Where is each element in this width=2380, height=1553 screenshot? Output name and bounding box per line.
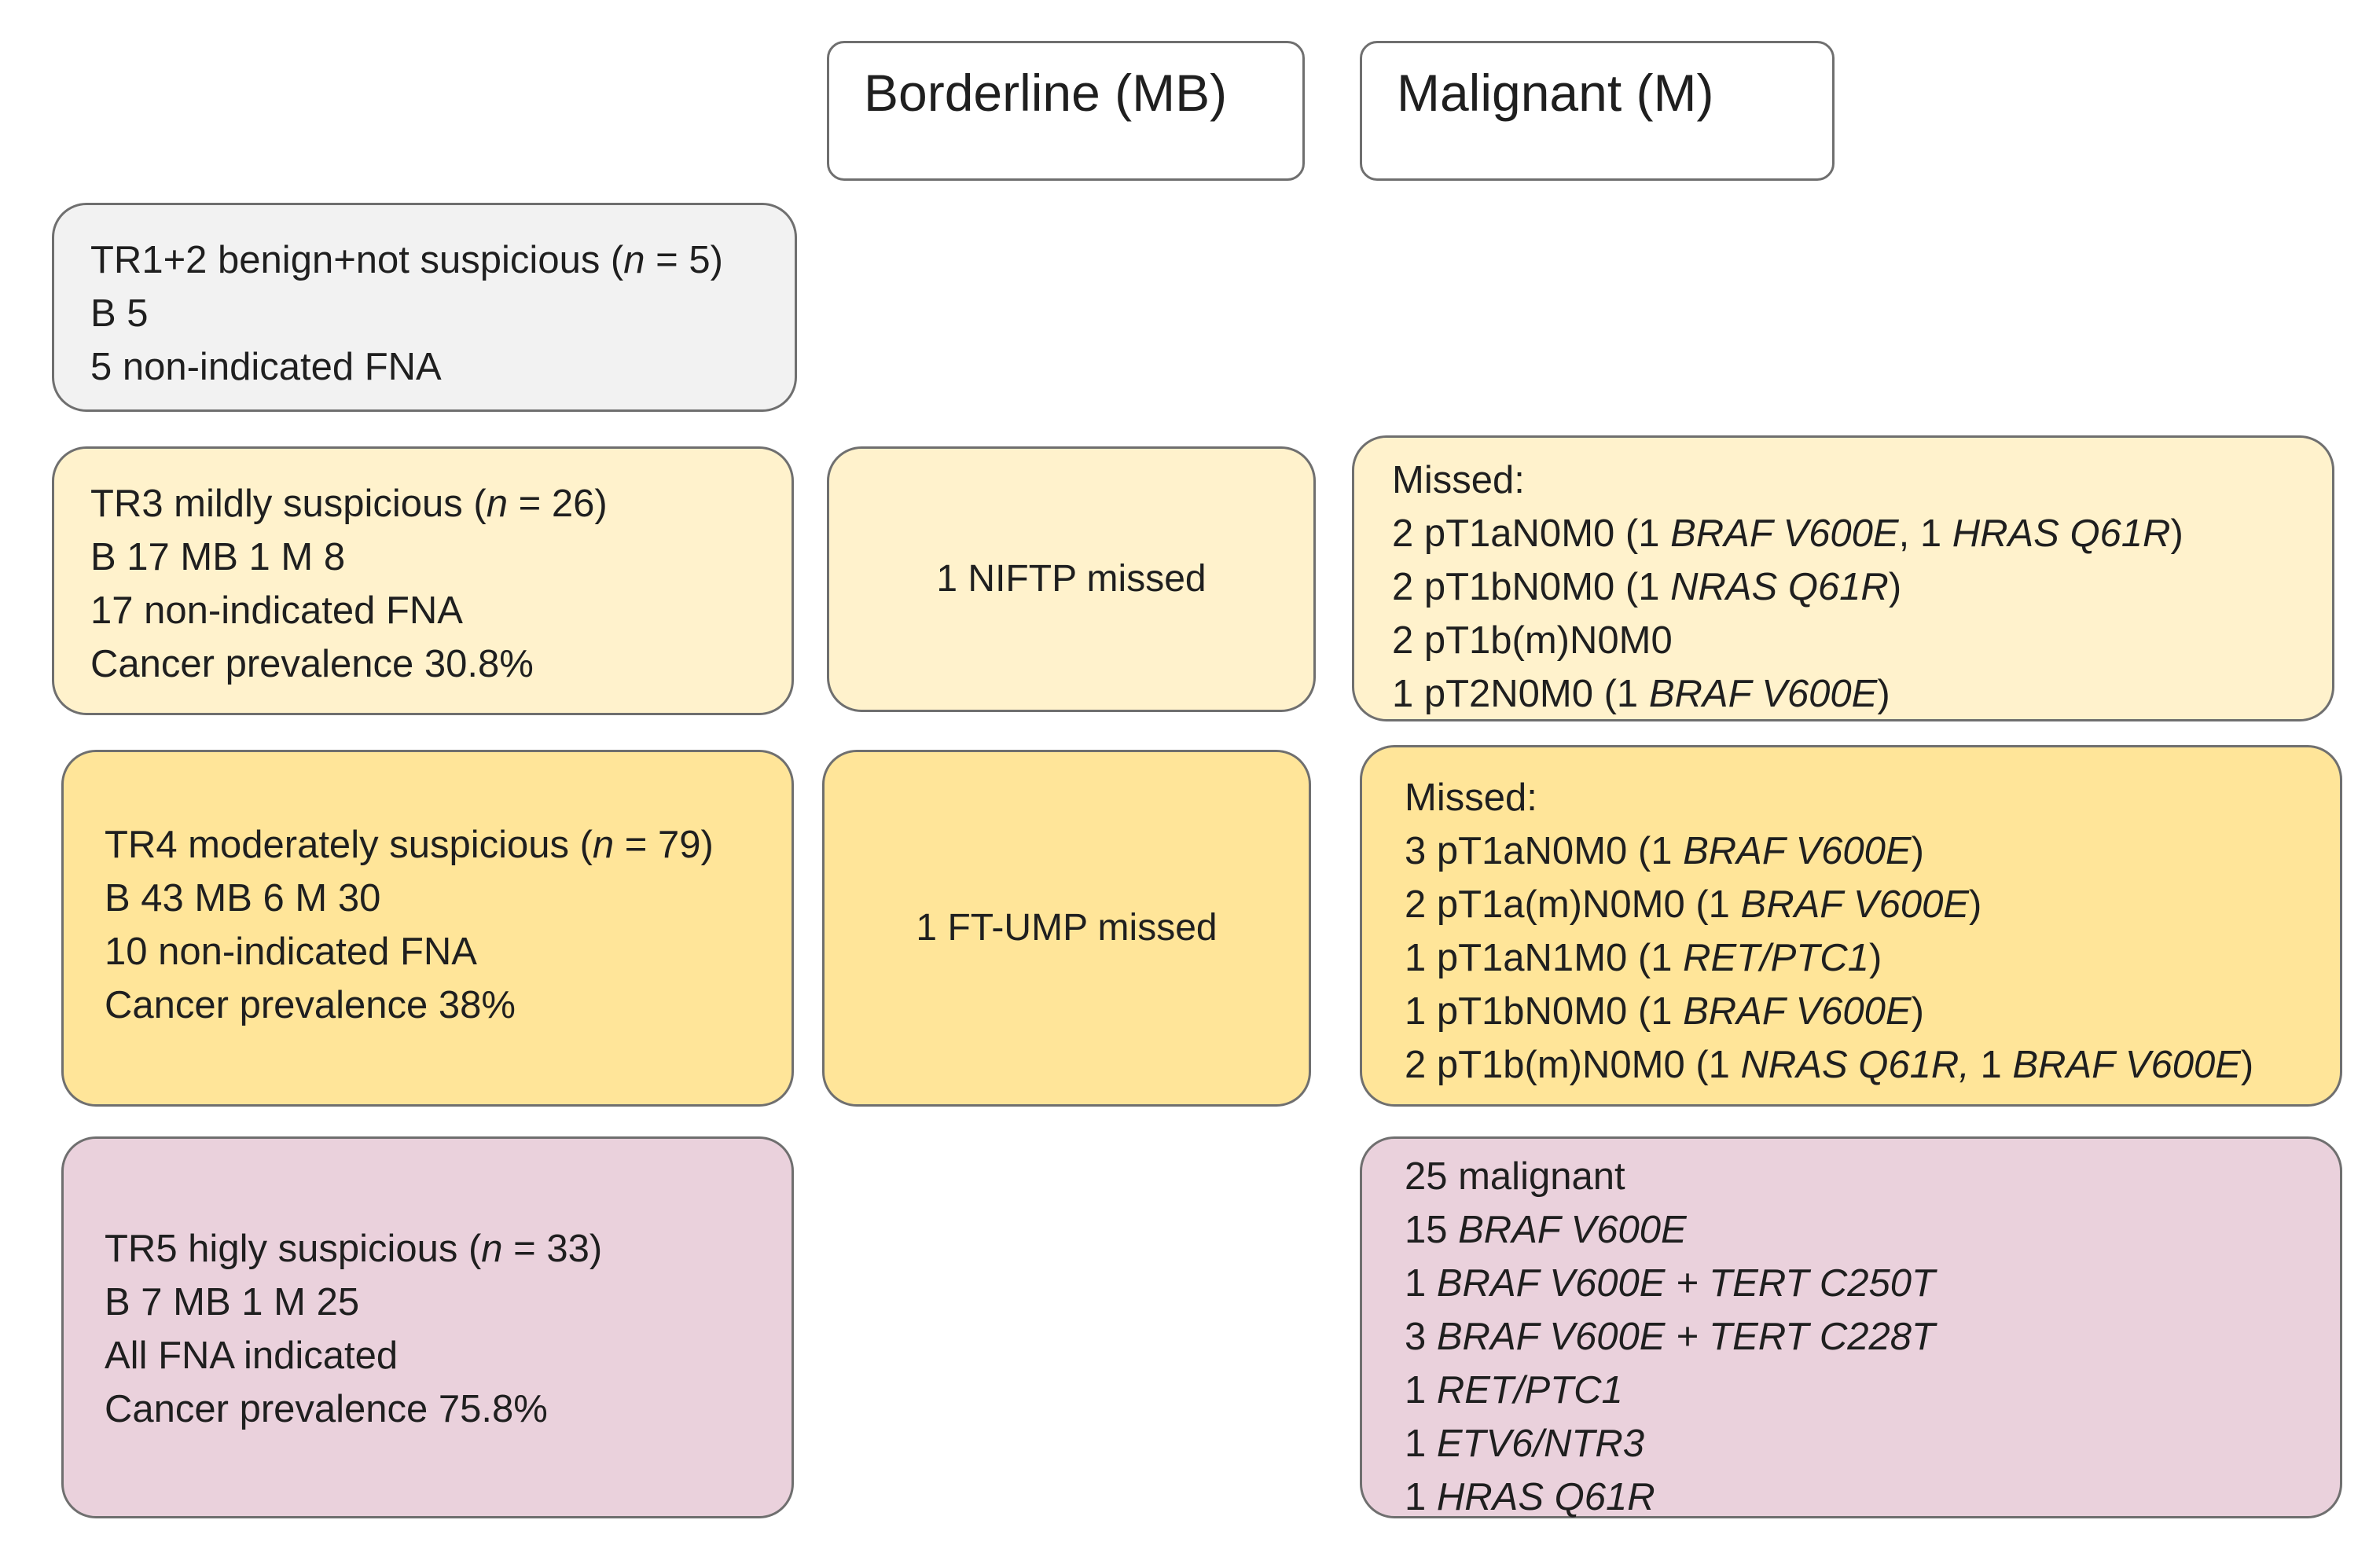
tr1-2-counts: B 5 [90, 292, 149, 335]
tr4-malignant-line-2: 2 pT1a(m)N0M0 (1 BRAF V600E) [1405, 883, 1982, 926]
tr4-counts: B 43 MB 6 M 30 [105, 877, 381, 920]
tr5-malignant-box: 25 malignant 15 BRAF V600E 1 BRAF V600E … [1360, 1136, 2342, 1518]
tr3-counts: B 17 MB 1 M 8 [90, 536, 346, 578]
tr5-malignant-line-2: 1 BRAF V600E + TERT C250T [1405, 1262, 1935, 1305]
header-borderline-label: Borderline (MB) [864, 64, 1228, 122]
tr3-malignant-line-1: 2 pT1aN0M0 (1 BRAF V600E, 1 HRAS Q61R) [1392, 512, 2184, 555]
tr4-borderline-box: 1 FT-UMP missed [822, 750, 1311, 1107]
tr5-prevalence: Cancer prevalence 75.8% [105, 1388, 548, 1430]
tr5-title: TR5 higly suspicious (n = 33) [105, 1228, 603, 1270]
tr1-2-title: TR1+2 benign+not suspicious (n = 5) [90, 239, 723, 281]
tr4-fna: 10 non-indicated FNA [105, 931, 477, 973]
tr3-prevalence: Cancer prevalence 30.8% [90, 643, 534, 685]
tr4-prevalence: Cancer prevalence 38% [105, 984, 516, 1026]
tr4-malignant-line-4: 1 pT1bN0M0 (1 BRAF V600E) [1405, 990, 1924, 1033]
tr5-malignant-line-5: 1 ETV6/NTR3 [1405, 1423, 1644, 1465]
tr3-malignant-title: Missed: [1392, 459, 1525, 501]
tr4-borderline-text: 1 FT-UMP missed [916, 907, 1218, 949]
tr1-2-fna: 5 non-indicated FNA [90, 346, 442, 388]
tr3-malignant-box: Missed: 2 pT1aN0M0 (1 BRAF V600E, 1 HRAS… [1352, 435, 2334, 721]
tr3-borderline-text: 1 NIFTP missed [936, 558, 1207, 600]
tr1-2-category-box: TR1+2 benign+not suspicious (n = 5) B 5 … [52, 203, 797, 412]
tr4-malignant-box: Missed: 3 pT1aN0M0 (1 BRAF V600E) 2 pT1a… [1360, 745, 2342, 1107]
tr3-borderline-box: 1 NIFTP missed [827, 446, 1316, 712]
tr4-malignant-title: Missed: [1405, 776, 1537, 819]
tr3-category-box: TR3 mildly suspicious (n = 26) B 17 MB 1… [52, 446, 794, 715]
tr5-counts: B 7 MB 1 M 25 [105, 1281, 360, 1324]
header-borderline: Borderline (MB) [827, 41, 1305, 181]
tr3-malignant-line-2: 2 pT1bN0M0 (1 NRAS Q61R) [1392, 566, 1902, 608]
tr3-malignant-line-4: 1 pT2N0M0 (1 BRAF V600E) [1392, 673, 1890, 715]
tr4-malignant-line-1: 3 pT1aN0M0 (1 BRAF V600E) [1405, 830, 1924, 872]
header-malignant-label: Malignant (M) [1397, 64, 1714, 122]
header-malignant: Malignant (M) [1360, 41, 1835, 181]
tr5-malignant-line-3: 3 BRAF V600E + TERT C228T [1405, 1316, 1935, 1358]
tr3-fna: 17 non-indicated FNA [90, 589, 463, 632]
tr4-malignant-line-5: 2 pT1b(m)N0M0 (1 NRAS Q61R, 1 BRAF V600E… [1405, 1044, 2254, 1086]
tr5-fna: All FNA indicated [105, 1335, 399, 1377]
tr5-category-box: TR5 higly suspicious (n = 33) B 7 MB 1 M… [61, 1136, 794, 1518]
tr5-malignant-line-6: 1 HRAS Q61R [1405, 1476, 1655, 1518]
tr5-malignant-line-1: 15 BRAF V600E [1405, 1209, 1687, 1251]
tr5-malignant-line-4: 1 RET/PTC1 [1405, 1369, 1623, 1412]
tr4-category-box: TR4 moderately suspicious (n = 79) B 43 … [61, 750, 794, 1107]
tr3-title: TR3 mildly suspicious (n = 26) [90, 483, 608, 525]
tr4-title: TR4 moderately suspicious (n = 79) [105, 824, 714, 866]
tr4-malignant-line-3: 1 pT1aN1M0 (1 RET/PTC1) [1405, 937, 1882, 979]
tr5-malignant-title: 25 malignant [1405, 1155, 1625, 1198]
tr3-malignant-line-3: 2 pT1b(m)N0M0 [1392, 619, 1673, 662]
